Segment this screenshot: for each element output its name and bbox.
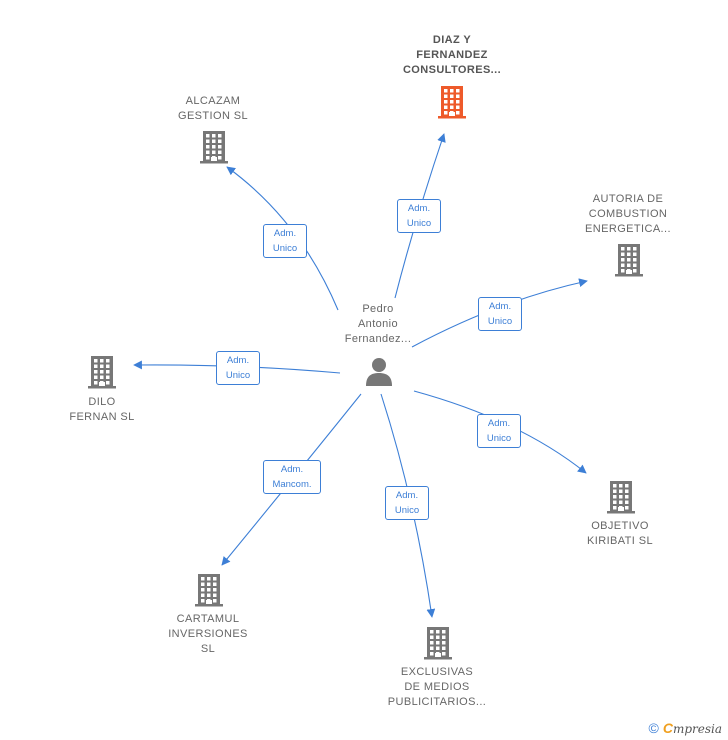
node-label: KIRIBATI SL (587, 535, 653, 547)
brand-logo-initial: C (662, 720, 673, 736)
relation-label-objetivo[interactable]: Adm.Unico (477, 414, 521, 448)
relation-label-diaz[interactable]: Adm.Unico (397, 199, 441, 233)
node-label: COMBUSTION (588, 208, 668, 220)
footer-brand: ©Cmpresia (648, 720, 722, 736)
node-alcazam[interactable]: ALCAZAM GESTION SL (153, 94, 273, 124)
building-icon[interactable] (437, 85, 467, 119)
node-label: CARTAMUL (176, 613, 240, 625)
building-icon[interactable] (423, 626, 453, 660)
relation-label-cartamul[interactable]: Adm.Mancom. (263, 460, 321, 494)
relation-label-dilo[interactable]: Adm.Unico (216, 351, 260, 385)
node-diaz[interactable]: DIAZ Y FERNANDEZ CONSULTORES... (382, 33, 522, 78)
node-label: DILO (88, 396, 116, 408)
relation-label-alcazam[interactable]: Adm.Unico (263, 224, 307, 258)
node-label: SL (200, 643, 216, 655)
node-label: GESTION SL (177, 110, 249, 122)
node-label: INVERSIONES (168, 628, 248, 640)
node-label: CONSULTORES... (402, 64, 502, 76)
node-label: PUBLICITARIOS... (387, 696, 487, 708)
person-icon[interactable] (365, 357, 393, 387)
node-exclusivas[interactable]: EXCLUSIVAS DE MEDIOS PUBLICITARIOS... (367, 665, 507, 710)
building-icon[interactable] (614, 243, 644, 277)
node-autoria[interactable]: AUTORIA DE COMBUSTION ENERGETICA... (563, 192, 693, 237)
node-label: FERNANDEZ (416, 49, 488, 61)
relation-label-autoria[interactable]: Adm.Unico (478, 297, 522, 331)
building-icon[interactable] (87, 355, 117, 389)
building-icon[interactable] (194, 573, 224, 607)
copyright-icon: © (648, 720, 659, 736)
building-icon[interactable] (606, 480, 636, 514)
node-label: ENERGETICA... (585, 223, 671, 235)
node-label: AUTORIA DE (592, 193, 664, 205)
node-cartamul[interactable]: CARTAMUL INVERSIONES SL (148, 612, 268, 657)
center-person-label[interactable]: Pedro Antonio Fernandez... (344, 303, 412, 345)
node-label: EXCLUSIVAS (400, 666, 474, 678)
node-label: DE MEDIOS (404, 681, 470, 693)
relation-label-exclusivas[interactable]: Adm.Unico (385, 486, 429, 520)
building-icon[interactable] (199, 130, 229, 164)
node-objetivo[interactable]: OBJETIVO KIRIBATI SL (560, 519, 680, 549)
brand-logo-text: mpresia (672, 722, 722, 736)
node-label: FERNAN SL (69, 411, 135, 423)
node-label: OBJETIVO (591, 520, 649, 532)
node-label: ALCAZAM (185, 95, 241, 107)
node-label: DIAZ Y (432, 34, 472, 46)
node-dilo[interactable]: DILO FERNAN SL (42, 395, 162, 425)
